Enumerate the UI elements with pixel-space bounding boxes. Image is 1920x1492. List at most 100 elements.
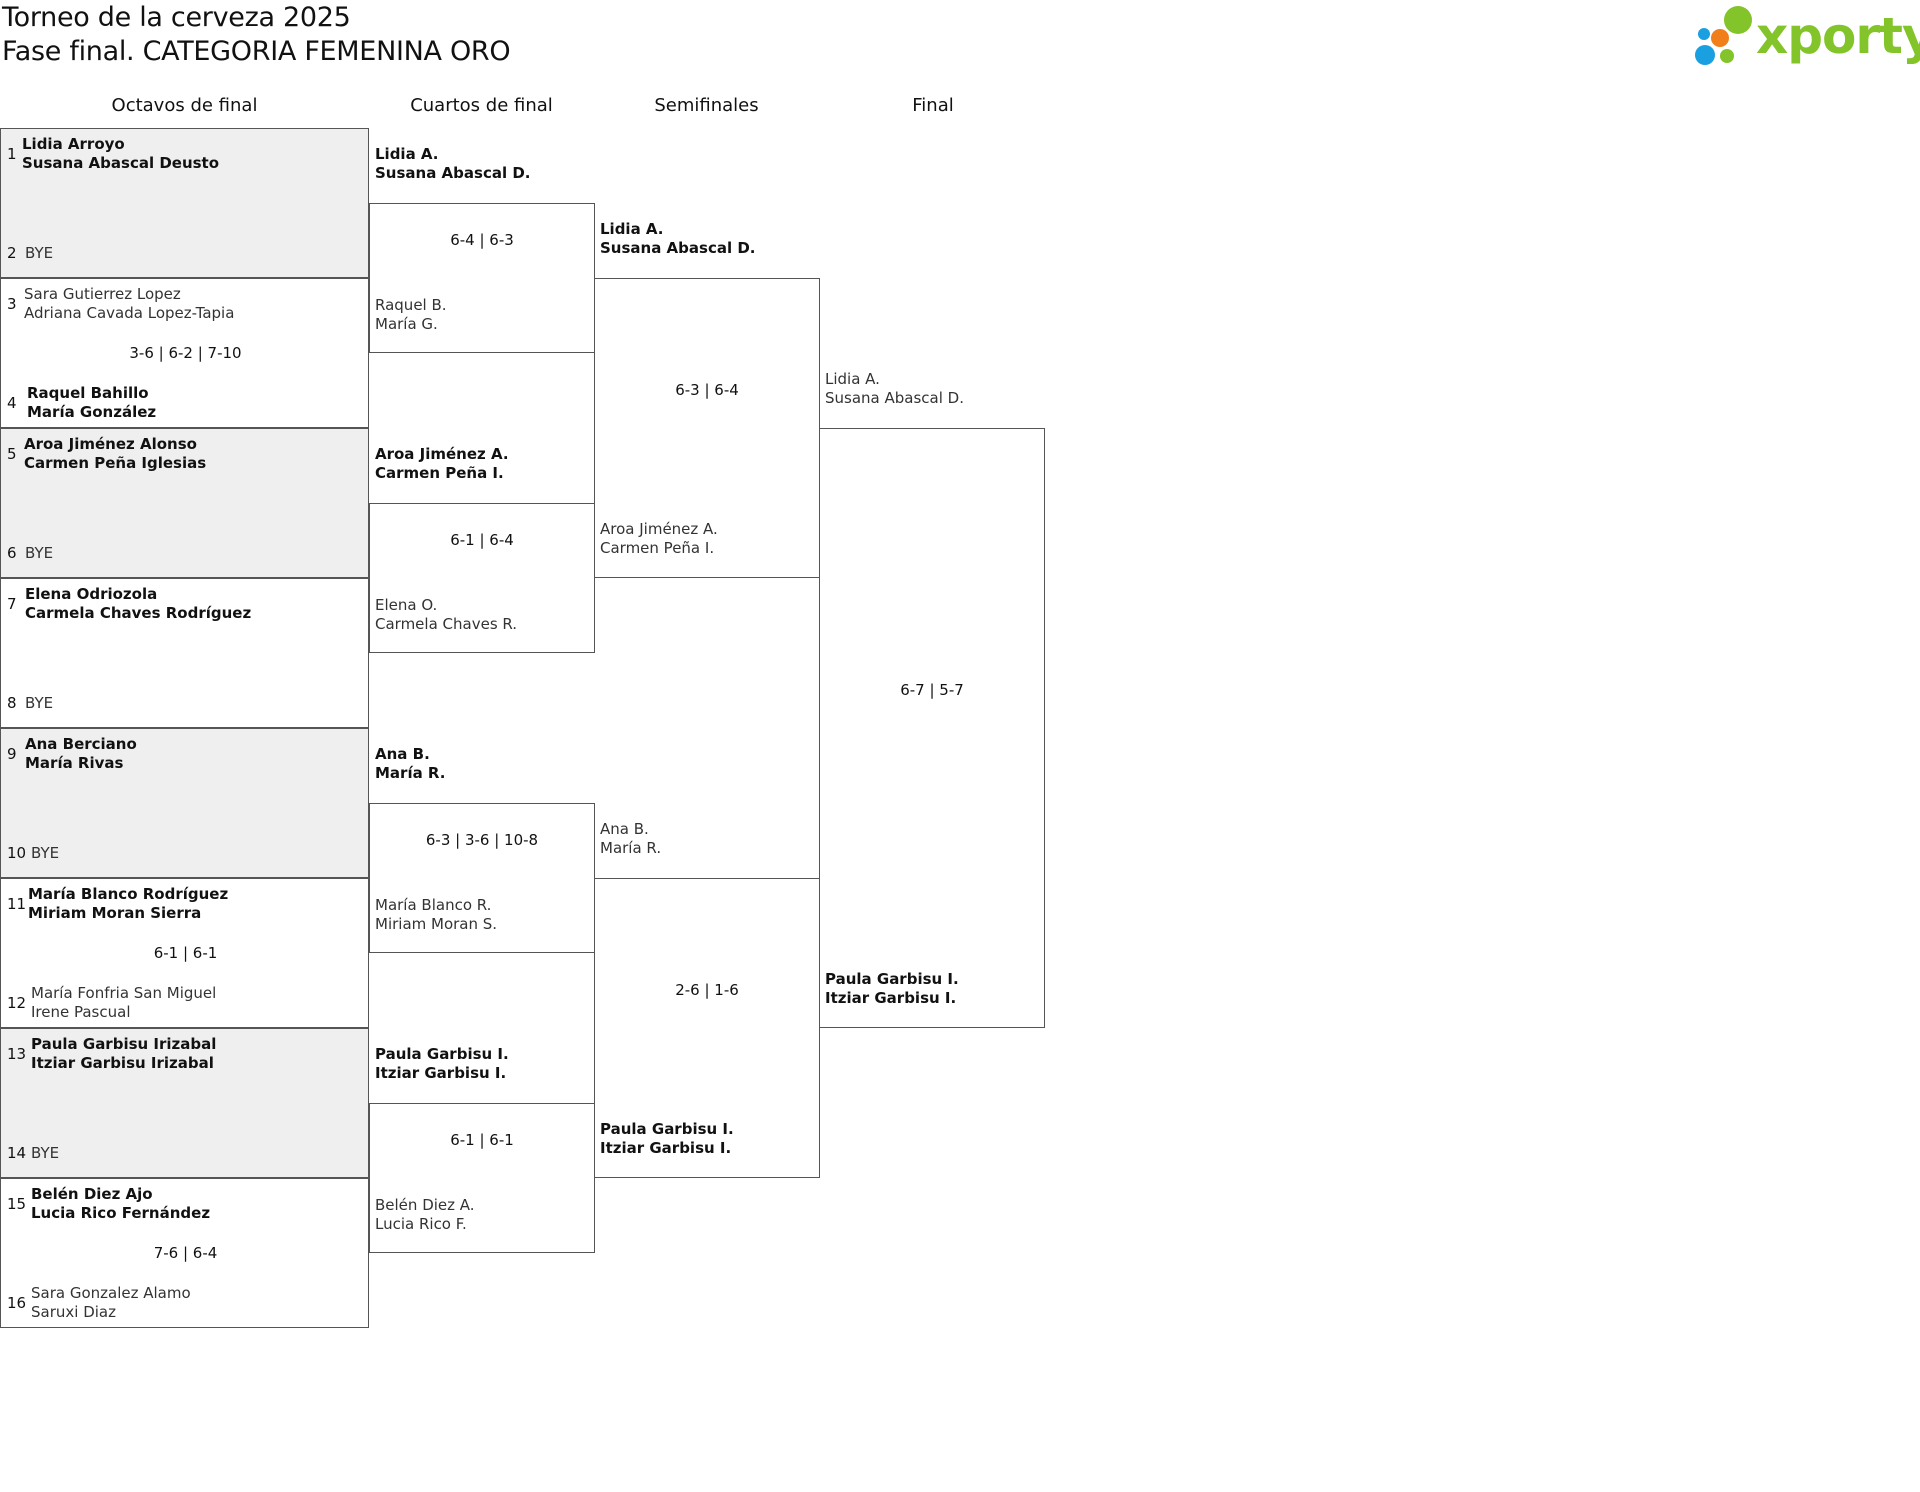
team-player-2: Susana Abascal D. [375,164,531,182]
team-player-1: Lidia A. [375,145,439,163]
team-player-2: Itziar Garbisu I. [825,989,957,1007]
round-header-cuartos: Cuartos de final [410,95,553,116]
r16-match-2: 3 Sara Gutierrez Lopez Adriana Cavada Lo… [0,278,369,428]
match-score: 6-1 | 6-4 [450,531,514,549]
team-player-2: Miriam Moran S. [375,915,498,933]
match-score: 6-7 | 5-7 [900,681,964,699]
team-player-1: María Fonfria San Miguel [31,984,217,1002]
logo-wordmark: xporty [1756,7,1920,65]
team-player-1: Ana Berciano [25,735,137,753]
team-player-1: María Blanco Rodríguez [28,885,229,903]
seed-number: 7 [7,595,17,613]
seed-number: 8 [7,694,17,712]
seed-number: 15 [7,1195,27,1213]
team-player-1: Elena Odriozola [25,585,158,603]
seed-number: 3 [7,295,17,313]
phase-subtitle: Fase final. CATEGORIA FEMENINA ORO [2,36,511,67]
team-player-2: Adriana Cavada Lopez-Tapia [24,304,235,322]
team-player-2: Saruxi Diaz [31,1303,116,1321]
team-player-2: Lucia Rico F. [375,1215,467,1233]
match-score: 3-6 | 6-2 | 7-10 [129,344,242,362]
match-score: 6-1 | 6-1 [450,1131,514,1149]
team-player-1: Aroa Jiménez A. [375,445,509,463]
team-player-2: Irene Pascual [31,1003,131,1021]
team-player-1: Belén Diez Ajo [31,1185,153,1203]
team-player-2: Carmen Peña Iglesias [24,454,207,472]
team-player-1: Sara Gutierrez Lopez [24,285,181,303]
team-player-2: Susana Abascal Deusto [22,154,220,172]
r16-match-1: 1 Lidia Arroyo Susana Abascal Deusto 2 B… [0,128,369,278]
match-score: 6-3 | 3-6 | 10-8 [425,831,539,849]
team-player-1: Aroa Jiménez Alonso [24,435,197,453]
seed-number: 2 [7,244,17,262]
team-player-1: Sara Gonzalez Alamo [31,1284,191,1302]
team-player-2: María R. [600,839,662,857]
round-header-final: Final [912,95,954,116]
team-player-2: Susana Abascal D. [825,389,964,407]
bye-label: BYE [31,844,60,862]
bye-label: BYE [25,244,54,262]
team-player-2: Carmen Peña I. [600,539,715,557]
seed-number: 12 [7,994,27,1012]
team-player-1: Lidia Arroyo [22,135,125,153]
team-player-1: Raquel B. [375,296,447,314]
seed-number: 4 [7,394,17,412]
match-score: 6-3 | 6-4 [675,381,739,399]
match-score: 7-6 | 6-4 [153,1244,218,1262]
final-connector [819,428,1045,1028]
team-player-2: Itziar Garbisu Irizabal [31,1054,214,1072]
round-header-semis: Semifinales [654,95,759,116]
team-player-1: Paula Garbisu I. [375,1045,509,1063]
team-player-2: Lucia Rico Fernández [31,1204,211,1222]
seed-number: 6 [7,544,17,562]
team-player-2: Susana Abascal D. [600,239,756,257]
team-player-1: Lidia A. [600,220,664,238]
bye-label: BYE [25,544,54,562]
team-player-1: Paula Garbisu I. [600,1120,734,1138]
team-player-2: María G. [375,315,438,333]
r16-match-4: 7 Elena Odriozola Carmela Chaves Rodrígu… [0,578,369,728]
team-player-1: Lidia A. [825,370,880,388]
match-score: 6-4 | 6-3 [450,231,514,249]
team-player-1: Paula Garbisu Irizabal [31,1035,217,1053]
team-player-1: Ana B. [375,745,430,763]
team-player-1: Belén Diez A. [375,1196,475,1214]
team-player-1: Elena O. [375,596,438,614]
seed-number: 1 [7,145,17,163]
team-player-1: Paula Garbisu I. [825,970,959,988]
r16-match-6: 11 María Blanco Rodríguez Miriam Moran S… [0,878,369,1028]
team-player-2: Carmela Chaves R. [375,615,518,633]
logo-dots-icon [1695,6,1752,65]
bye-label: BYE [25,694,54,712]
team-player-2: Itziar Garbisu I. [375,1064,507,1082]
r16-match-5: 9 Ana Berciano María Rivas 10 BYE [0,728,369,878]
team-player-1: María Blanco R. [375,896,492,914]
team-player-2: María González [27,403,157,421]
team-player-1: Aroa Jiménez A. [600,520,718,538]
r16-match-7: 13 Paula Garbisu Irizabal Itziar Garbisu… [0,1028,369,1178]
tournament-title: Torneo de la cerveza 2025 [2,2,351,33]
seed-number: 14 [7,1144,27,1162]
team-player-2: María R. [375,764,446,782]
bye-label: BYE [31,1144,60,1162]
team-player-1: Raquel Bahillo [27,384,149,402]
seed-number: 13 [7,1045,27,1063]
match-score: 2-6 | 1-6 [675,981,739,999]
team-player-2: Carmen Peña I. [375,464,504,482]
r16-match-3: 5 Aroa Jiménez Alonso Carmen Peña Iglesi… [0,428,369,578]
team-player-1: Ana B. [600,820,649,838]
team-player-2: Miriam Moran Sierra [28,904,202,922]
r16-match-8: 15 Belén Diez Ajo Lucia Rico Fernández 7… [0,1178,369,1328]
team-player-2: María Rivas [25,754,124,772]
qf-connector-4 [369,1103,595,1253]
seed-number: 11 [7,895,27,913]
round-header-octavos: Octavos de final [111,95,258,116]
qf-connector-2 [369,503,595,653]
sf-connector-2 [594,878,820,1178]
team-player-2: Carmela Chaves Rodríguez [25,604,252,622]
team-player-2: Itziar Garbisu I. [600,1139,732,1157]
seed-number: 5 [7,445,17,463]
match-score: 6-1 | 6-1 [153,944,218,962]
seed-number: 10 [7,844,27,862]
